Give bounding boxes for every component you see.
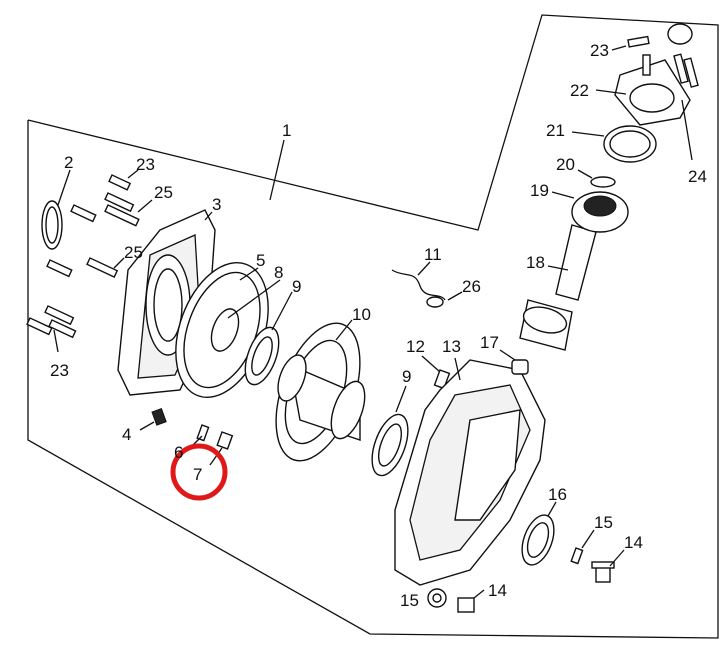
callout-23-upper-left: 23 bbox=[136, 155, 155, 174]
callout-6: 6 bbox=[174, 443, 183, 462]
callout-23-right: 23 bbox=[590, 41, 609, 60]
callout-9-lower: 9 bbox=[402, 367, 411, 386]
highlight-circle-7 bbox=[170, 443, 228, 501]
callout-8: 8 bbox=[274, 263, 283, 282]
callout-10: 10 bbox=[352, 305, 371, 324]
clip-11-26 bbox=[391, 261, 463, 308]
bolts-23-25-upper bbox=[70, 169, 153, 227]
bearing-19 bbox=[551, 191, 629, 233]
callout-9-upper: 9 bbox=[292, 277, 301, 296]
callout-5: 5 bbox=[256, 251, 265, 270]
callout-24: 24 bbox=[688, 167, 707, 186]
callout-20: 20 bbox=[556, 155, 575, 174]
pin-7 bbox=[209, 431, 234, 466]
callout-23-lower-left: 23 bbox=[50, 361, 69, 380]
bolts-23-25-lower bbox=[26, 257, 125, 353]
seal-21 bbox=[571, 125, 657, 163]
callout-21: 21 bbox=[546, 121, 565, 140]
callout-13: 13 bbox=[442, 337, 461, 356]
seal-16 bbox=[521, 501, 557, 566]
callout-15-bottom: 15 bbox=[400, 591, 419, 610]
callout-25-upper: 25 bbox=[154, 183, 173, 202]
bolt-14-bottom bbox=[457, 589, 485, 613]
callout-25-lower: 25 bbox=[124, 243, 143, 262]
bolts-23-24-right bbox=[611, 23, 699, 161]
nut-15-bottom bbox=[427, 588, 447, 608]
callout-2: 2 bbox=[64, 153, 73, 172]
callout-4: 4 bbox=[122, 425, 131, 444]
spring-15-right bbox=[570, 529, 595, 565]
callout-17: 17 bbox=[480, 333, 499, 352]
cover-22 bbox=[595, 59, 691, 126]
key-4 bbox=[139, 407, 167, 431]
seal-9-lower bbox=[371, 385, 409, 477]
bolt-14-right bbox=[591, 549, 625, 583]
callout-22: 22 bbox=[570, 81, 589, 100]
plug-12 bbox=[421, 355, 451, 390]
clip-20 bbox=[577, 169, 616, 188]
callout-1: 1 bbox=[282, 121, 291, 140]
callout-26: 26 bbox=[462, 277, 481, 296]
gear-shaft-18 bbox=[519, 224, 597, 351]
shaft-flange-10 bbox=[275, 319, 366, 462]
callout-11: 11 bbox=[424, 245, 442, 264]
callout-3: 3 bbox=[212, 195, 221, 214]
callout-19: 19 bbox=[530, 181, 549, 200]
callout-14-right: 14 bbox=[624, 533, 643, 552]
callout-12: 12 bbox=[406, 337, 425, 356]
cup-17 bbox=[499, 349, 529, 375]
callout-16: 16 bbox=[548, 485, 567, 504]
assembly-frame bbox=[27, 14, 719, 639]
callout-15-right: 15 bbox=[594, 513, 613, 532]
callout-7: 7 bbox=[193, 465, 202, 484]
ring-2 bbox=[41, 169, 71, 250]
callout-14-bottom: 14 bbox=[488, 581, 507, 600]
callout-18: 18 bbox=[526, 253, 545, 272]
seal-9-upper bbox=[244, 291, 293, 386]
housing-13 bbox=[394, 357, 546, 586]
